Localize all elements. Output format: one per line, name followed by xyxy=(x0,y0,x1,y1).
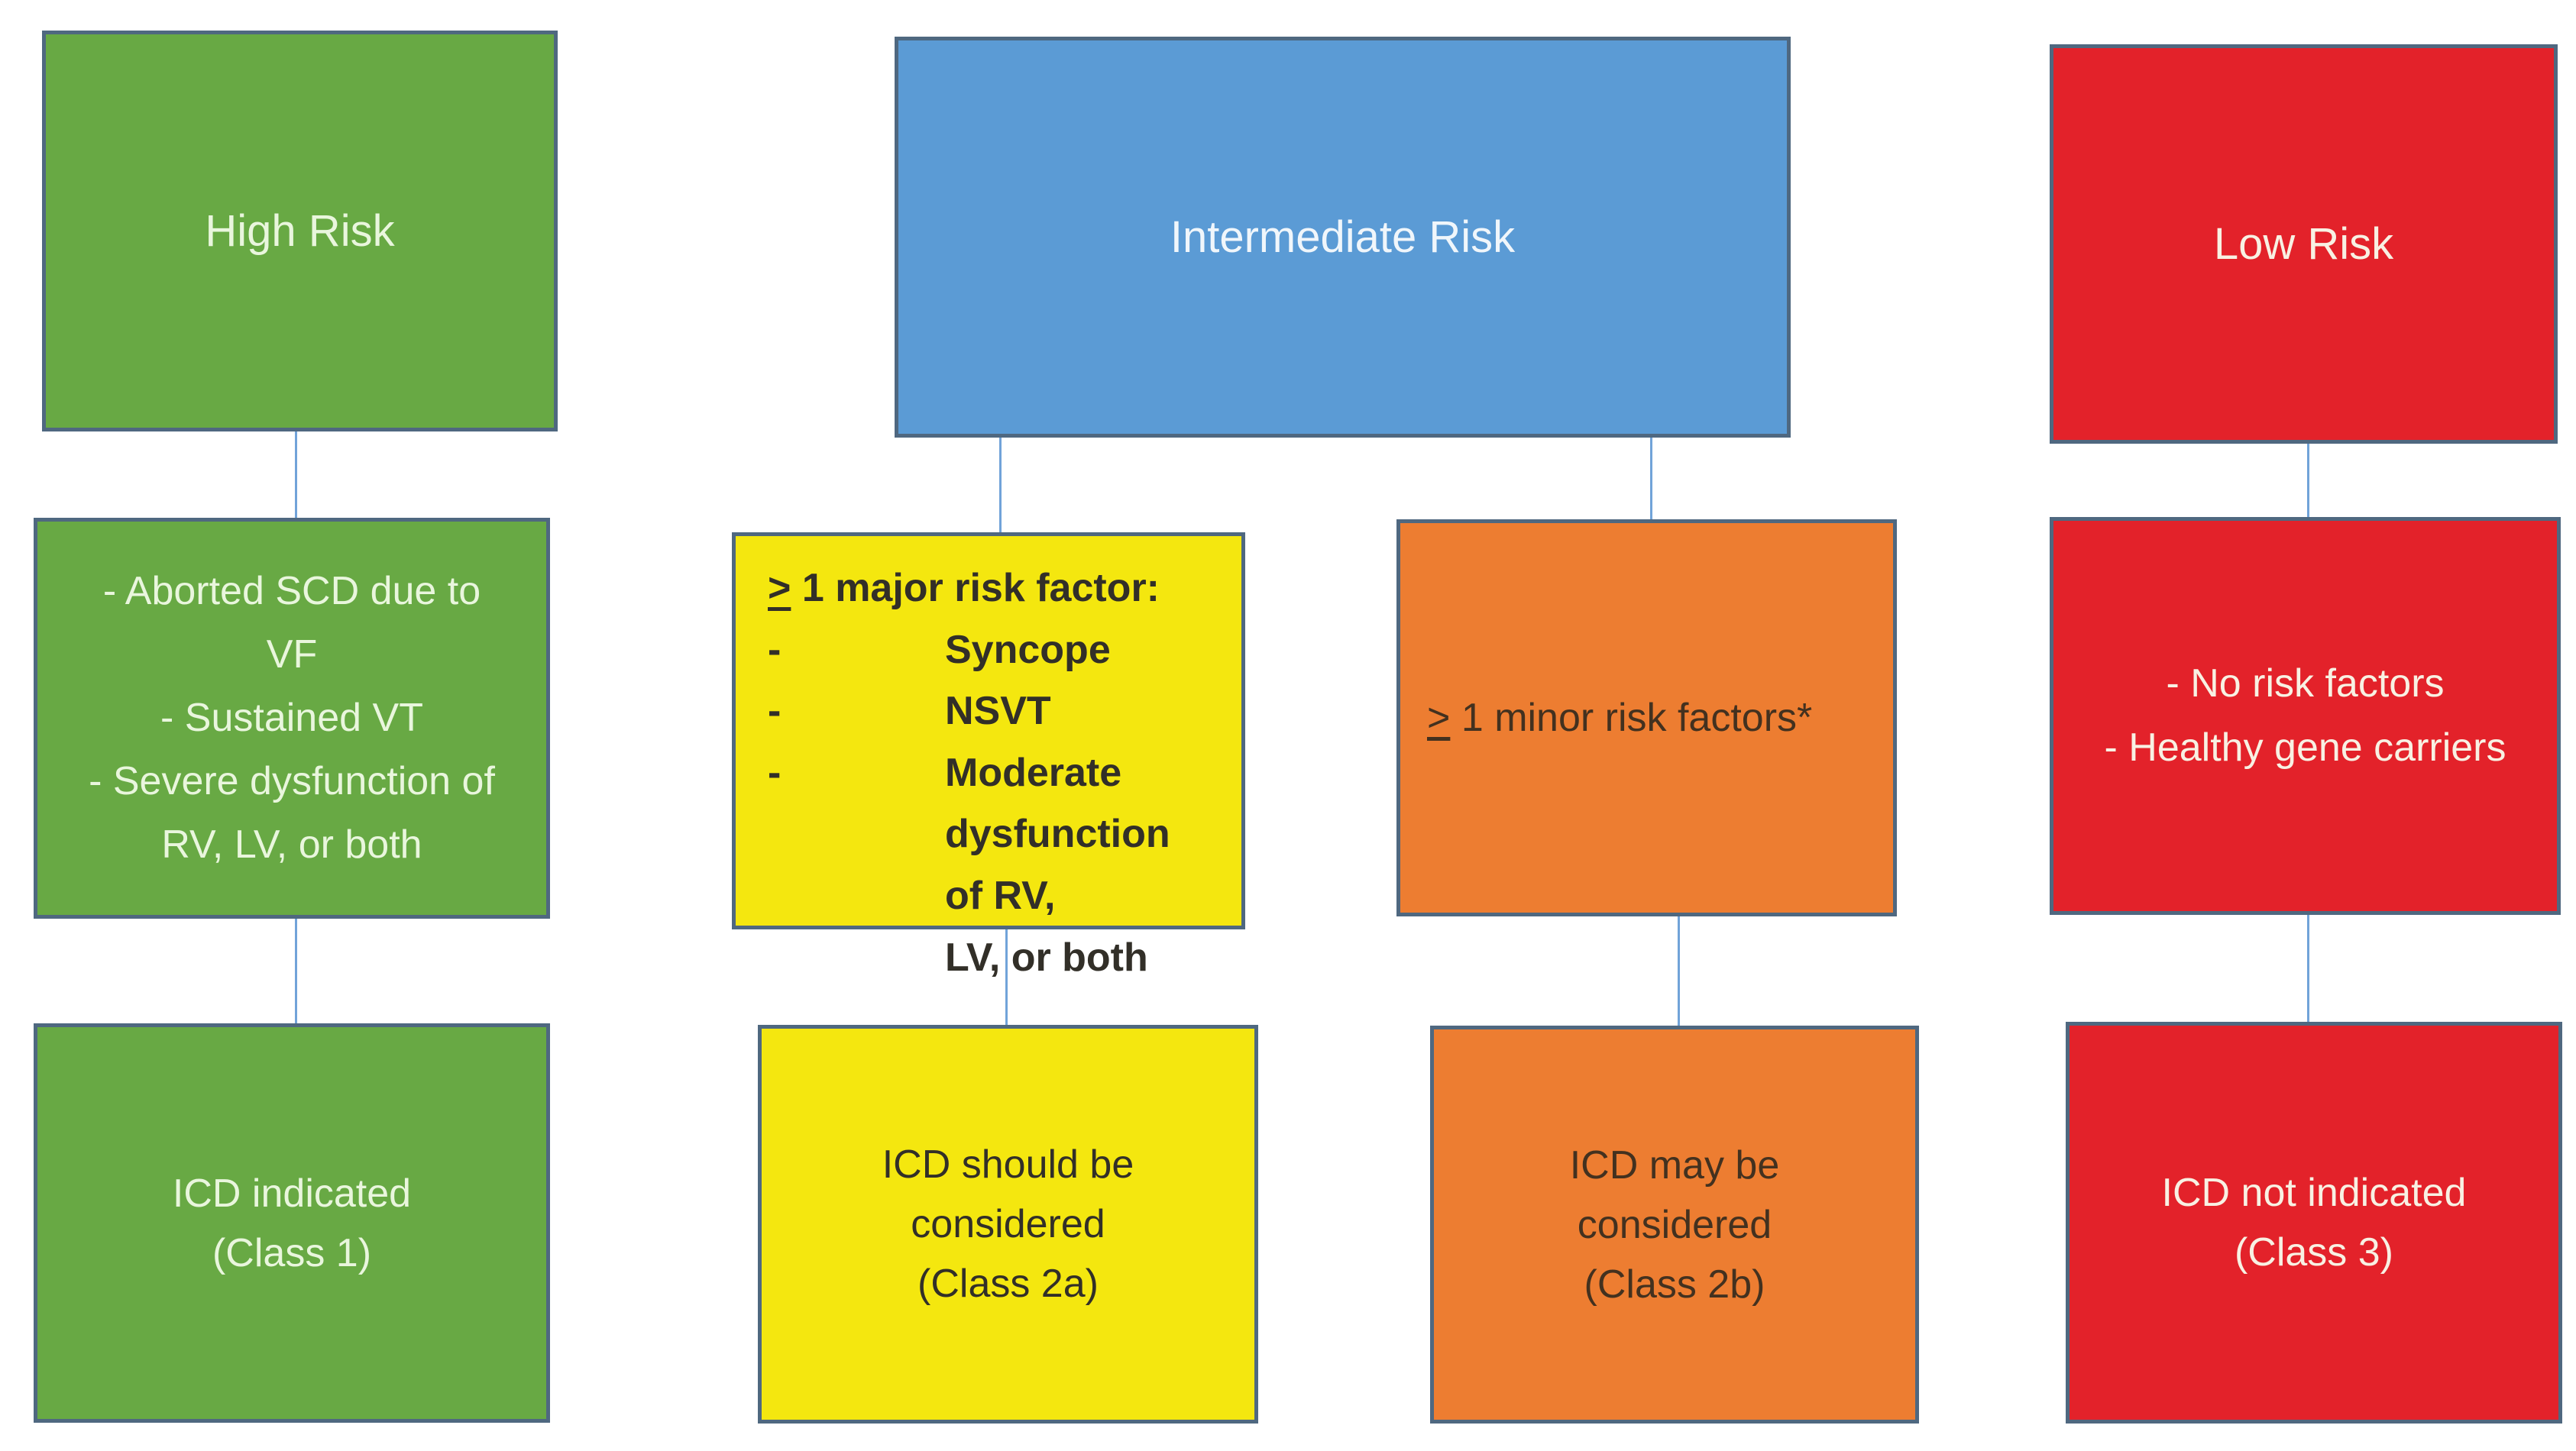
minor-risk-text: > 1 minor risk factors* xyxy=(1427,696,1813,740)
connector-line xyxy=(1005,929,1008,1025)
list-item: - Moderate dysfunction of RV, LV, or bot… xyxy=(768,742,1218,988)
box-intermediate-risk: Intermediate Risk xyxy=(895,37,1791,438)
box-icd-indicated-class1: ICD indicated (Class 1) xyxy=(34,1023,550,1423)
box-icd-not-indicated-class3: ICD not indicated (Class 3) xyxy=(2066,1022,2562,1424)
connector-line xyxy=(1650,438,1652,519)
connector-line xyxy=(295,919,297,1023)
box-low-risk-criteria: - No risk factors - Healthy gene carrier… xyxy=(2050,517,2561,915)
connector-line xyxy=(1678,916,1680,1026)
class2b-outcome-text: ICD may be considered (Class 2b) xyxy=(1569,1142,1780,1307)
list-item: - NSVT xyxy=(768,680,1218,742)
box-high-risk: High Risk xyxy=(42,31,558,431)
greater-equal-symbol: > xyxy=(1427,696,1451,740)
low-risk-label: Low Risk xyxy=(2213,219,2394,269)
box-minor-risk-factors: > 1 minor risk factors* xyxy=(1396,519,1897,916)
box-low-risk: Low Risk xyxy=(2050,44,2558,444)
box-high-risk-criteria: - Aborted SCD due to VF - Sustained VT -… xyxy=(34,518,550,919)
high-risk-criteria-text: - Aborted SCD due to VF - Sustained VT -… xyxy=(89,568,495,868)
connector-line xyxy=(2307,444,2309,517)
box-icd-may-be-considered-class2b: ICD may be considered (Class 2b) xyxy=(1430,1026,1919,1424)
low-risk-criteria-text: - No risk factors - Healthy gene carrier… xyxy=(2104,661,2506,770)
bullet-dash: - xyxy=(768,627,782,672)
connector-line xyxy=(295,431,297,518)
box-major-risk-factors: > 1 major risk factor: - Syncope - NSVT … xyxy=(732,532,1245,980)
connector-line xyxy=(2307,915,2309,1022)
class1-outcome-text: ICD indicated (Class 1) xyxy=(172,1171,412,1275)
greater-equal-symbol: > xyxy=(768,566,791,610)
high-risk-label: High Risk xyxy=(205,206,395,256)
major-risk-heading: > 1 major risk factor: xyxy=(768,566,1160,610)
intermediate-risk-label: Intermediate Risk xyxy=(1170,212,1516,262)
class2a-outcome-text: ICD should be considered (Class 2a) xyxy=(882,1142,1134,1306)
box-icd-should-be-considered-class2a: ICD should be considered (Class 2a) xyxy=(758,1025,1258,1424)
list-item: - Syncope xyxy=(768,619,1218,681)
bullet-dash: - xyxy=(768,689,782,734)
class3-outcome-text: ICD not indicated (Class 3) xyxy=(2161,1171,2467,1275)
bullet-dash: - xyxy=(768,750,782,795)
connector-line xyxy=(999,438,1002,532)
